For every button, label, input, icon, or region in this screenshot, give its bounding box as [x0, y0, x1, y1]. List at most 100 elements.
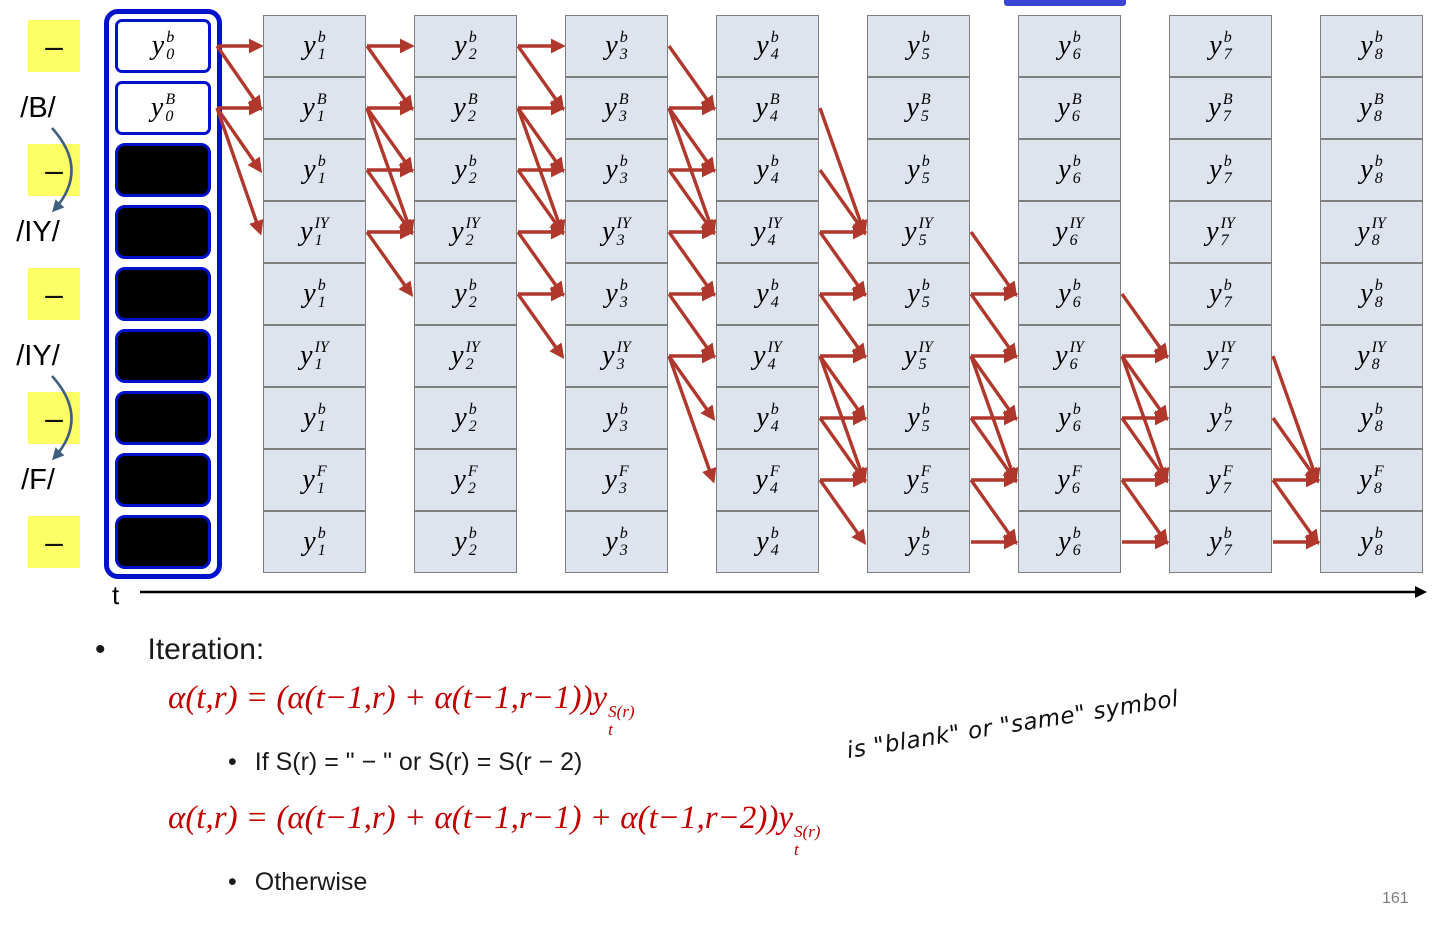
blank-symbol-label: – [28, 144, 80, 196]
masked-cell [115, 391, 211, 445]
blank-symbol-label: – [28, 392, 80, 444]
masked-cell [115, 515, 211, 569]
blank-symbol-label: – [28, 20, 80, 72]
masked-cell [115, 205, 211, 259]
phoneme-symbol-label: /F/ [21, 463, 55, 496]
bullet-dot-icon: • [228, 868, 237, 896]
blank-symbol-label: – [28, 516, 80, 568]
page-number: 161 [1382, 890, 1409, 907]
case1-condition: If S(r) = " − " or S(r) = S(r − 2) [254, 748, 583, 776]
phoneme-symbol-label: /B/ [20, 91, 56, 124]
bullet-dot-icon: • [228, 748, 237, 776]
iteration-heading: Iteration: [147, 633, 265, 666]
case1-condition-row: • If S(r) = " − " or S(r) = S(r − 2) [228, 748, 582, 777]
